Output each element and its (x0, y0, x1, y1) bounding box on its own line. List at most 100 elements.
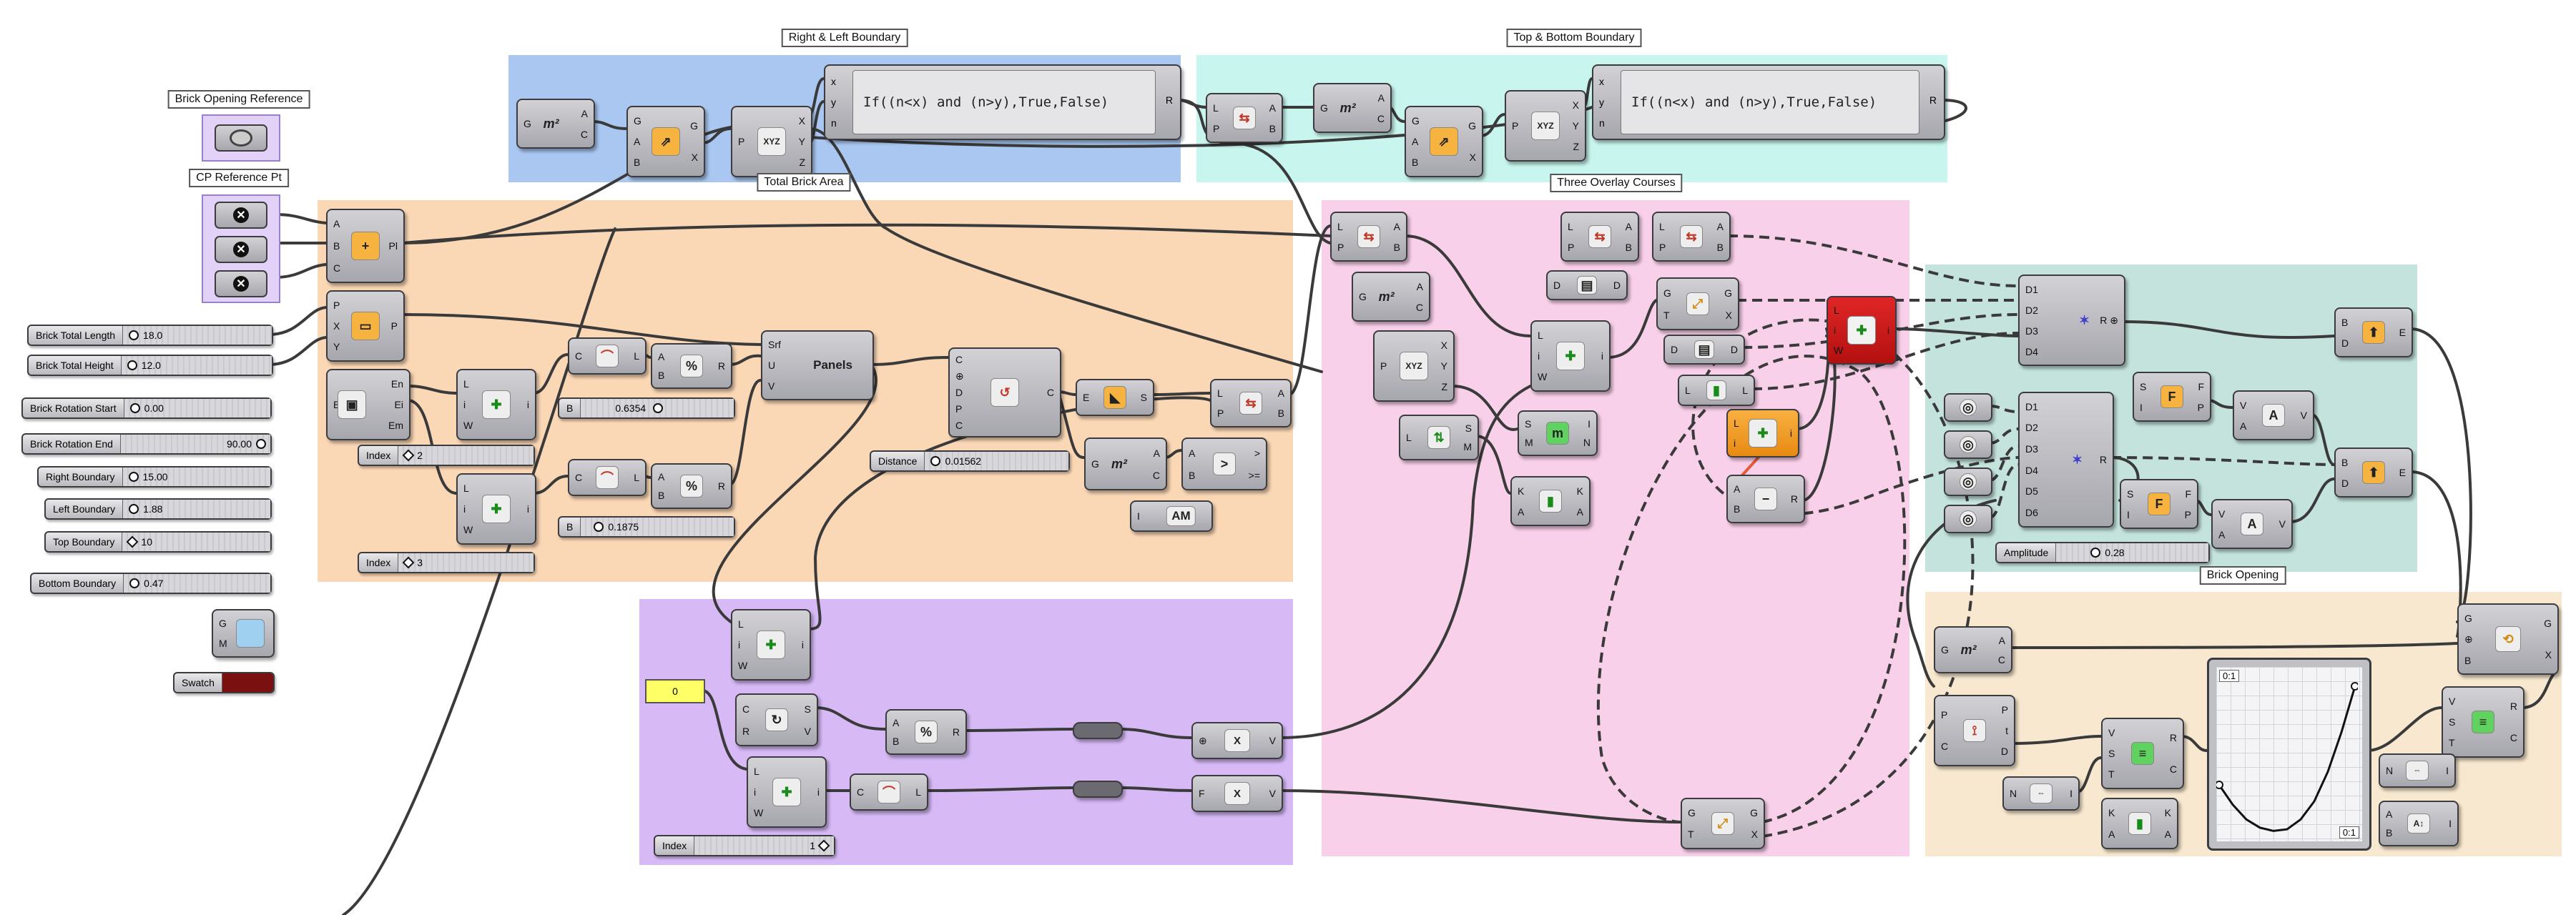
slider-amplitude[interactable]: Amplitude 0.28 (1995, 542, 2210, 563)
slider-knob-icon[interactable] (126, 535, 139, 548)
slider-knob-icon[interactable] (127, 360, 137, 370)
slider-track[interactable]: 2 (398, 446, 534, 465)
slider-index-3[interactable]: Index 3 (358, 552, 535, 573)
slider-track[interactable]: 15.00 (122, 468, 270, 486)
graph-curve[interactable] (2218, 686, 2356, 832)
geometry-param-2[interactable]: ◎ (1944, 430, 1992, 459)
graph-grip-end[interactable] (2351, 682, 2358, 691)
slider-knob-icon[interactable] (256, 439, 266, 449)
data-param-2[interactable]: D D ▤ (1663, 335, 1745, 365)
curve-length-component-3[interactable]: C L ⌒ (850, 773, 928, 811)
slider-track[interactable]: 0.01562 (925, 452, 1068, 470)
slider-track[interactable]: 12.0 (121, 356, 272, 375)
slider-distance[interactable]: Distance 0.01562 (870, 450, 1070, 472)
brep-param-button[interactable] (215, 124, 267, 152)
expression-code[interactable]: If((n<x) and (n>y),True,False) (1621, 70, 1919, 134)
slider-knob-icon[interactable] (594, 522, 604, 532)
slider-brick-rotation-end[interactable]: Brick Rotation End 90.00 (21, 433, 272, 455)
slider-right-boundary[interactable]: Right Boundary 15.00 (37, 466, 272, 488)
point-param-3[interactable]: ✕ (215, 270, 267, 297)
slider-b-01875[interactable]: B 0.1875 (558, 516, 735, 538)
slider-track[interactable]: 0.28 (2056, 543, 2208, 562)
explode-component[interactable]: E S ◣ (1076, 379, 1154, 416)
slider-track[interactable]: 1 (694, 836, 834, 855)
brick-opening-reference-param[interactable] (202, 114, 280, 162)
slider-knob-icon[interactable] (129, 578, 140, 588)
slider-track[interactable]: 10 (122, 533, 270, 551)
flip-matrix-component-2[interactable]: F V X (1191, 775, 1283, 812)
slider-knob-icon[interactable] (402, 556, 415, 569)
flip-matrix-component-1[interactable]: ⊕ V X (1191, 722, 1283, 759)
slider-knob-icon[interactable] (930, 456, 941, 466)
slider-brick-total-height[interactable]: Brick Total Height 12.0 (27, 355, 273, 376)
curve-length-component-1[interactable]: C L ⌒ (568, 337, 647, 375)
graph-mapper[interactable]: 0:1 0:1 (2207, 658, 2371, 851)
slider-track[interactable]: 0.00 (124, 399, 270, 417)
yellow-panel[interactable]: 0 (645, 679, 705, 703)
slider-knob-icon[interactable] (129, 330, 139, 340)
geometry-param-4[interactable]: ◎ (1944, 505, 1992, 533)
slider-knob-icon[interactable] (2090, 548, 2101, 558)
slider-track[interactable]: 0.47 (124, 574, 270, 593)
slider-knob-icon[interactable] (128, 472, 139, 482)
slider-brick-rotation-start[interactable]: Brick Rotation Start 0.00 (21, 397, 272, 419)
list-length-component-2[interactable]: L L ▮ (1678, 375, 1755, 406)
bounds-component-2[interactable]: N I ⇔ (2379, 753, 2456, 788)
slider-knob-icon[interactable] (653, 403, 664, 413)
swatch-color-chip[interactable] (222, 673, 273, 692)
mass-addition-component[interactable]: I AM (1130, 500, 1213, 532)
relay-2[interactable] (1073, 781, 1123, 798)
slider-track[interactable]: 90.00 (120, 435, 270, 453)
curve-length-component-2[interactable]: C L ⌒ (568, 459, 647, 496)
slider-track[interactable]: 1.88 (123, 500, 270, 518)
slider-index-2[interactable]: Index 2 (358, 445, 535, 466)
slider-knob-icon[interactable] (129, 504, 139, 514)
slider-knob-icon[interactable] (817, 839, 830, 852)
data-param-1[interactable]: D D ▤ (1546, 270, 1628, 300)
cp-reference-pt-params[interactable]: ✕ ✕ ✕ (202, 194, 280, 303)
slider-knob-icon[interactable] (402, 449, 415, 462)
slider-track[interactable]: 18.0 (123, 326, 272, 345)
slider-b-06354[interactable]: B 0.6354 (558, 397, 735, 419)
slider-bottom-boundary[interactable]: Bottom Boundary 0.47 (30, 573, 272, 594)
